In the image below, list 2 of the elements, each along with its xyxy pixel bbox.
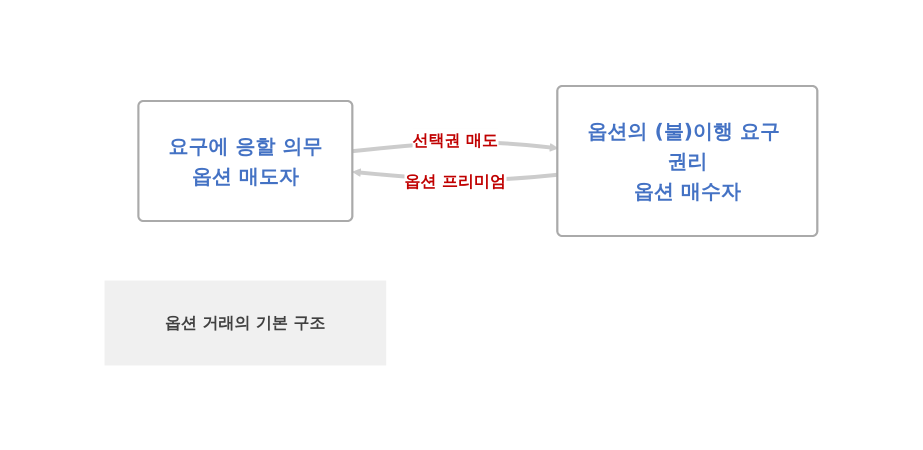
edge-label: 옵션 프리미엄 — [404, 170, 506, 190]
edge-label: 선택권 매도 — [412, 130, 498, 150]
